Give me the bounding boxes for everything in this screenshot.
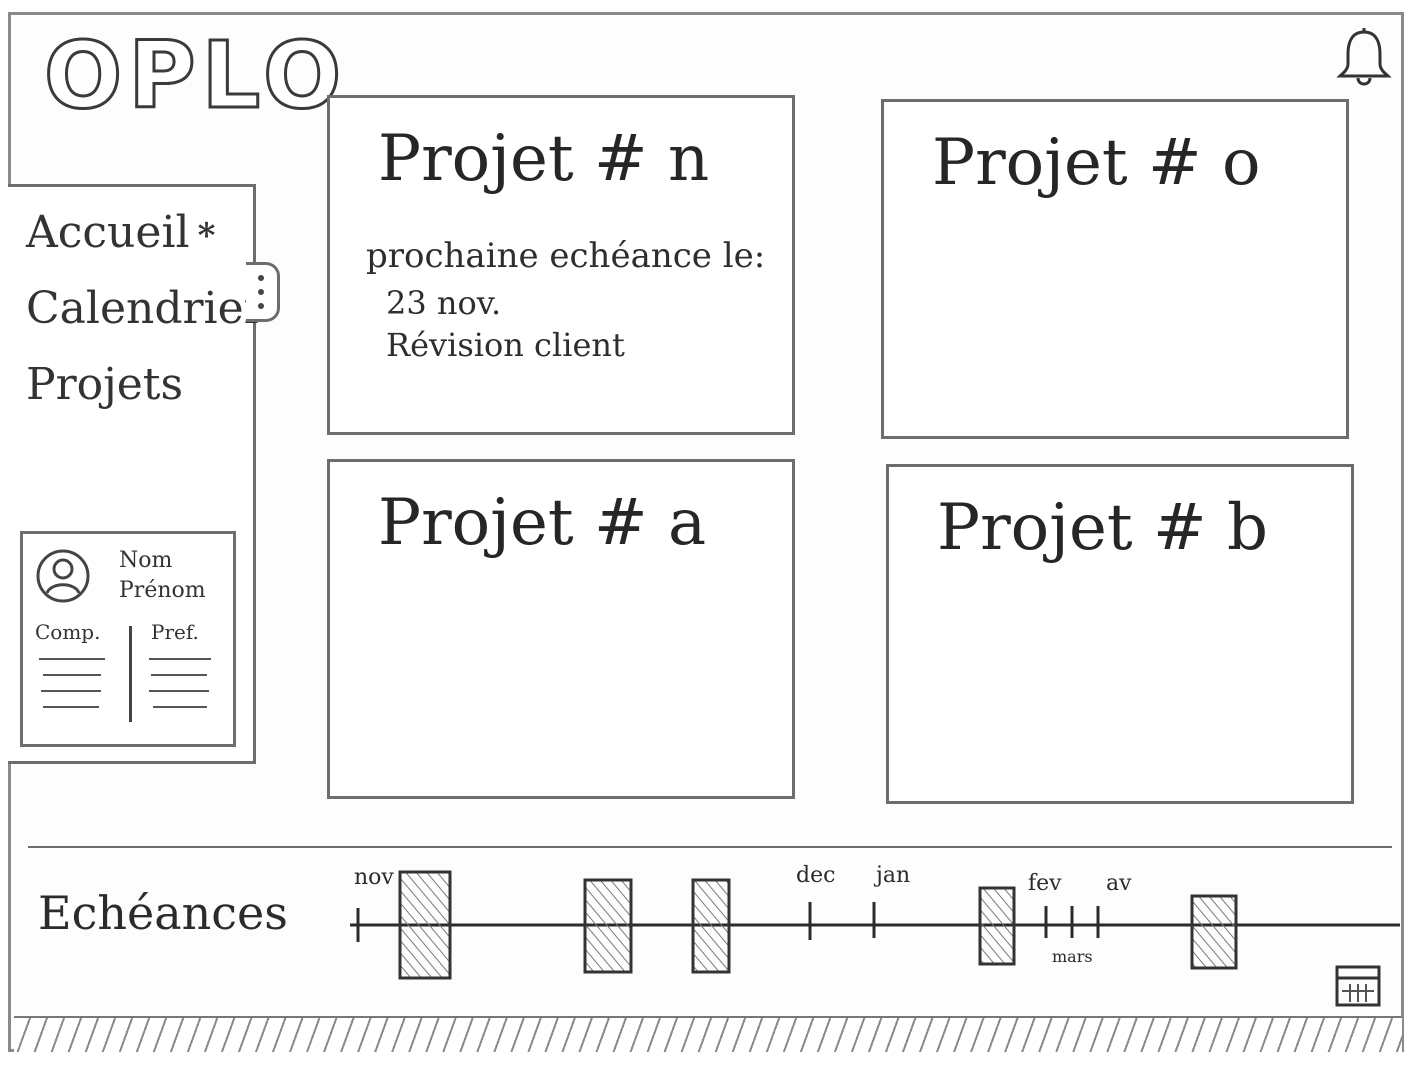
- sidebar-item-label: Accueil: [26, 207, 190, 258]
- user-avatar-icon: [36, 549, 90, 603]
- next-deadline-label: prochaine echéance le:: [366, 236, 766, 276]
- deadline-marker[interactable]: [978, 886, 1016, 966]
- project-card-b[interactable]: Projet # b: [886, 464, 1354, 804]
- competence-line: [39, 658, 105, 660]
- app-logo: OPLO: [42, 22, 348, 129]
- sidebar-drag-handle[interactable]: [246, 262, 280, 322]
- project-title: Projet # b: [937, 491, 1268, 565]
- profile-prenom: Prénom: [119, 578, 206, 603]
- project-card-n[interactable]: Projet # n prochaine echéance le: 23 nov…: [327, 95, 795, 435]
- preference-line: [149, 690, 209, 692]
- bell-icon[interactable]: [1334, 26, 1394, 90]
- deadline-timeline[interactable]: nov dec jan fev mars av: [0, 850, 1423, 980]
- month-label-jan: jan: [873, 863, 910, 888]
- active-marker: *: [197, 216, 216, 256]
- month-label-av: av: [1106, 871, 1132, 896]
- month-label-dec: dec: [796, 863, 835, 888]
- competence-line: [43, 674, 101, 676]
- bottom-status-bar: [14, 1016, 1402, 1052]
- profile-card[interactable]: Nom Prénom Comp. Pref.: [20, 531, 236, 747]
- profile-nom: Nom: [119, 548, 173, 573]
- sidebar: Accueil* Calendrier Projets Nom Prénom C…: [8, 184, 265, 764]
- sidebar-item-calendrier[interactable]: Calendrier: [26, 283, 265, 334]
- project-card-a[interactable]: Projet # a: [327, 459, 795, 799]
- deadline-marker[interactable]: [691, 878, 731, 974]
- deadline-marker[interactable]: [1190, 894, 1238, 970]
- project-title: Projet # o: [932, 126, 1261, 200]
- project-card-o[interactable]: Projet # o: [881, 99, 1349, 439]
- competence-line: [41, 690, 101, 692]
- month-label-nov: nov: [354, 865, 394, 890]
- deadline-marker[interactable]: [583, 878, 633, 974]
- calendar-icon[interactable]: [1334, 964, 1382, 1008]
- project-title: Projet # n: [378, 122, 710, 196]
- month-label-fev: fev: [1028, 871, 1062, 896]
- timeline-title: Echéances: [38, 886, 288, 940]
- sidebar-item-accueil[interactable]: Accueil*: [26, 207, 215, 258]
- vertical-dots-icon-dot: [258, 303, 264, 309]
- deadline-marker[interactable]: [398, 870, 452, 980]
- preference-line: [153, 706, 207, 708]
- sidebar-item-projets[interactable]: Projets: [26, 359, 183, 410]
- next-deadline-task: Révision client: [386, 326, 625, 364]
- project-title: Projet # a: [378, 486, 707, 560]
- preferences-label: Pref.: [151, 620, 199, 644]
- next-deadline-date: 23 nov.: [386, 284, 502, 322]
- month-label-mars: mars: [1052, 947, 1093, 966]
- vertical-dots-icon: [258, 275, 264, 281]
- preference-line: [149, 658, 211, 660]
- profile-name: Nom Prénom: [119, 546, 206, 606]
- timeline-separator: [28, 846, 1392, 848]
- competence-line: [43, 706, 99, 708]
- preference-line: [151, 674, 207, 676]
- competences-label: Comp.: [35, 620, 101, 644]
- sidebar-item-label: Calendrier: [26, 283, 265, 334]
- sidebar-item-label: Projets: [26, 359, 184, 410]
- profile-divider: [129, 626, 132, 722]
- vertical-dots-icon-dot: [258, 289, 264, 295]
